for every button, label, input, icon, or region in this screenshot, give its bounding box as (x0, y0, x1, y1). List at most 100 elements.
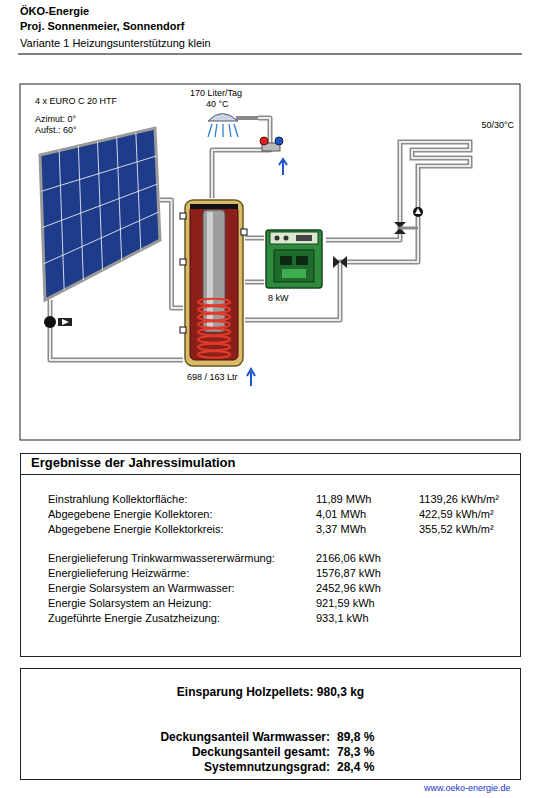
water-mixer (260, 137, 287, 175)
tank-sensor (180, 213, 186, 219)
circulation-pump (44, 316, 56, 328)
floor-heating-coil (400, 142, 470, 176)
storage-tank (190, 206, 238, 360)
solar-collector (40, 128, 160, 300)
storage-tank (185, 200, 243, 366)
node-text: Zugeführte Energie Zusatzheizung: (48, 612, 220, 625)
node-text: 921,59 kWh (316, 597, 375, 610)
water-mixer (275, 137, 283, 145)
tank-coil (198, 351, 230, 357)
mixing-valve (400, 227, 418, 230)
node-text: 28,4 % (337, 761, 374, 775)
project-name: Proj. Sonnenmeier, Sonnendorf (20, 20, 184, 33)
tank-sensor (180, 259, 186, 265)
node-text: Deckungsanteil Warmwasser: (160, 731, 330, 745)
heating-circuit: 50/30°C (394, 118, 516, 176)
shower-head (208, 114, 258, 138)
tank-sensor (180, 213, 247, 333)
boiler (280, 256, 292, 265)
tank-coil (198, 329, 230, 335)
boiler (296, 256, 308, 265)
pipe-core (212, 118, 270, 198)
shower-head (222, 124, 223, 137)
node-text: Einstrahlung Kollektorfläche: (48, 493, 187, 506)
shower-head (208, 114, 238, 122)
node-text: 698 / 163 Ltr (187, 372, 238, 382)
website-url: www.oeko-energie.de (424, 783, 511, 793)
node-text: Abgegebene Energie Kollektorkreis: (48, 523, 224, 536)
boiler: 8 kW (264, 226, 326, 306)
node-text: 422,59 kWh/m² (419, 508, 494, 521)
node-text: Deckungsanteil gesamt: (192, 746, 330, 760)
boiler (270, 232, 318, 244)
panel-heading: Ergebnisse der Jahressimulation (21, 454, 520, 475)
shower-head (229, 124, 231, 137)
node-text: Einsparung Holzpellets: 980,3 kg (21, 686, 520, 700)
node-text: 8 kW (268, 293, 289, 303)
node-text: 3,37 MWh (316, 523, 366, 536)
pipe-outline (50, 200, 183, 360)
tank-sensor (180, 327, 186, 333)
boiler (284, 236, 289, 241)
circulation-pump (62, 319, 69, 325)
cold-water-inlet (247, 369, 255, 386)
tank-coil (198, 336, 230, 342)
node-text: Energielieferung Trinkwarmwassererwärmun… (48, 552, 275, 565)
shower-head (208, 124, 212, 137)
node-text: Azimut: 0° (35, 114, 76, 124)
shower-head (215, 124, 217, 137)
node-text: Aufst.: 60° (35, 125, 77, 135)
boiler (266, 230, 322, 288)
node-text: 11,89 MWh (316, 493, 371, 506)
solar-collector (44, 212, 159, 264)
pipe-connector (326, 176, 400, 240)
node-text: 40 °C (206, 99, 229, 109)
pipe-connector (50, 200, 183, 360)
pipe-outline (212, 118, 270, 198)
node-text: 50/30°C (481, 120, 514, 130)
solar-collector: 4 x EURO C 20 HTF Azimut: 0°Aufst.: 60° (33, 94, 160, 300)
node-text: 89,8 % (337, 731, 374, 745)
pipe-connector (212, 118, 270, 198)
pipe-outline (245, 238, 264, 282)
solar-collector (41, 156, 156, 191)
pipe-outline (245, 176, 418, 320)
heating-pump (415, 208, 421, 214)
node-text: 1576,87 kWh (316, 567, 381, 580)
node-text: Systemnutzungsgrad: (204, 761, 330, 775)
pipe-connector (245, 238, 264, 282)
node-text: 4,01 MWh (316, 508, 366, 521)
header-rule (18, 54, 522, 55)
pipe-core (245, 176, 418, 320)
node-text: Abgegebene Energie Kollektoren: (48, 508, 213, 521)
pipe-core (326, 176, 400, 240)
diagram-panel (20, 84, 520, 440)
node-text: 170 Liter/Tag (190, 88, 242, 98)
tank-coil (198, 321, 230, 327)
node-text: 933,1 kWh (316, 612, 369, 625)
three-way-valve (333, 256, 347, 268)
circulation-pump (44, 316, 72, 328)
tank-coil (198, 344, 230, 350)
boiler (296, 235, 312, 241)
storage-tank (190, 204, 238, 209)
heating-pump (413, 207, 423, 217)
node-text: Energielieferung Heizwärme: (48, 567, 189, 580)
tank-sensor (241, 229, 247, 235)
node-text: 355,52 kWh/m² (419, 523, 494, 536)
results-panel: Ergebnisse der JahressimulationEinstrahl… (20, 453, 521, 657)
tank-coil (198, 299, 230, 358)
pipe-connector (245, 176, 418, 320)
node-text: 4 x EURO C 20 HTF (35, 96, 117, 106)
boiler (282, 269, 306, 278)
water-mixer (260, 137, 268, 145)
tank-coil (198, 306, 230, 312)
pipe-core (50, 200, 183, 360)
boiler (275, 236, 280, 241)
tank-coil (198, 314, 230, 320)
shower-head (234, 124, 238, 137)
mixing-valve (394, 222, 418, 234)
